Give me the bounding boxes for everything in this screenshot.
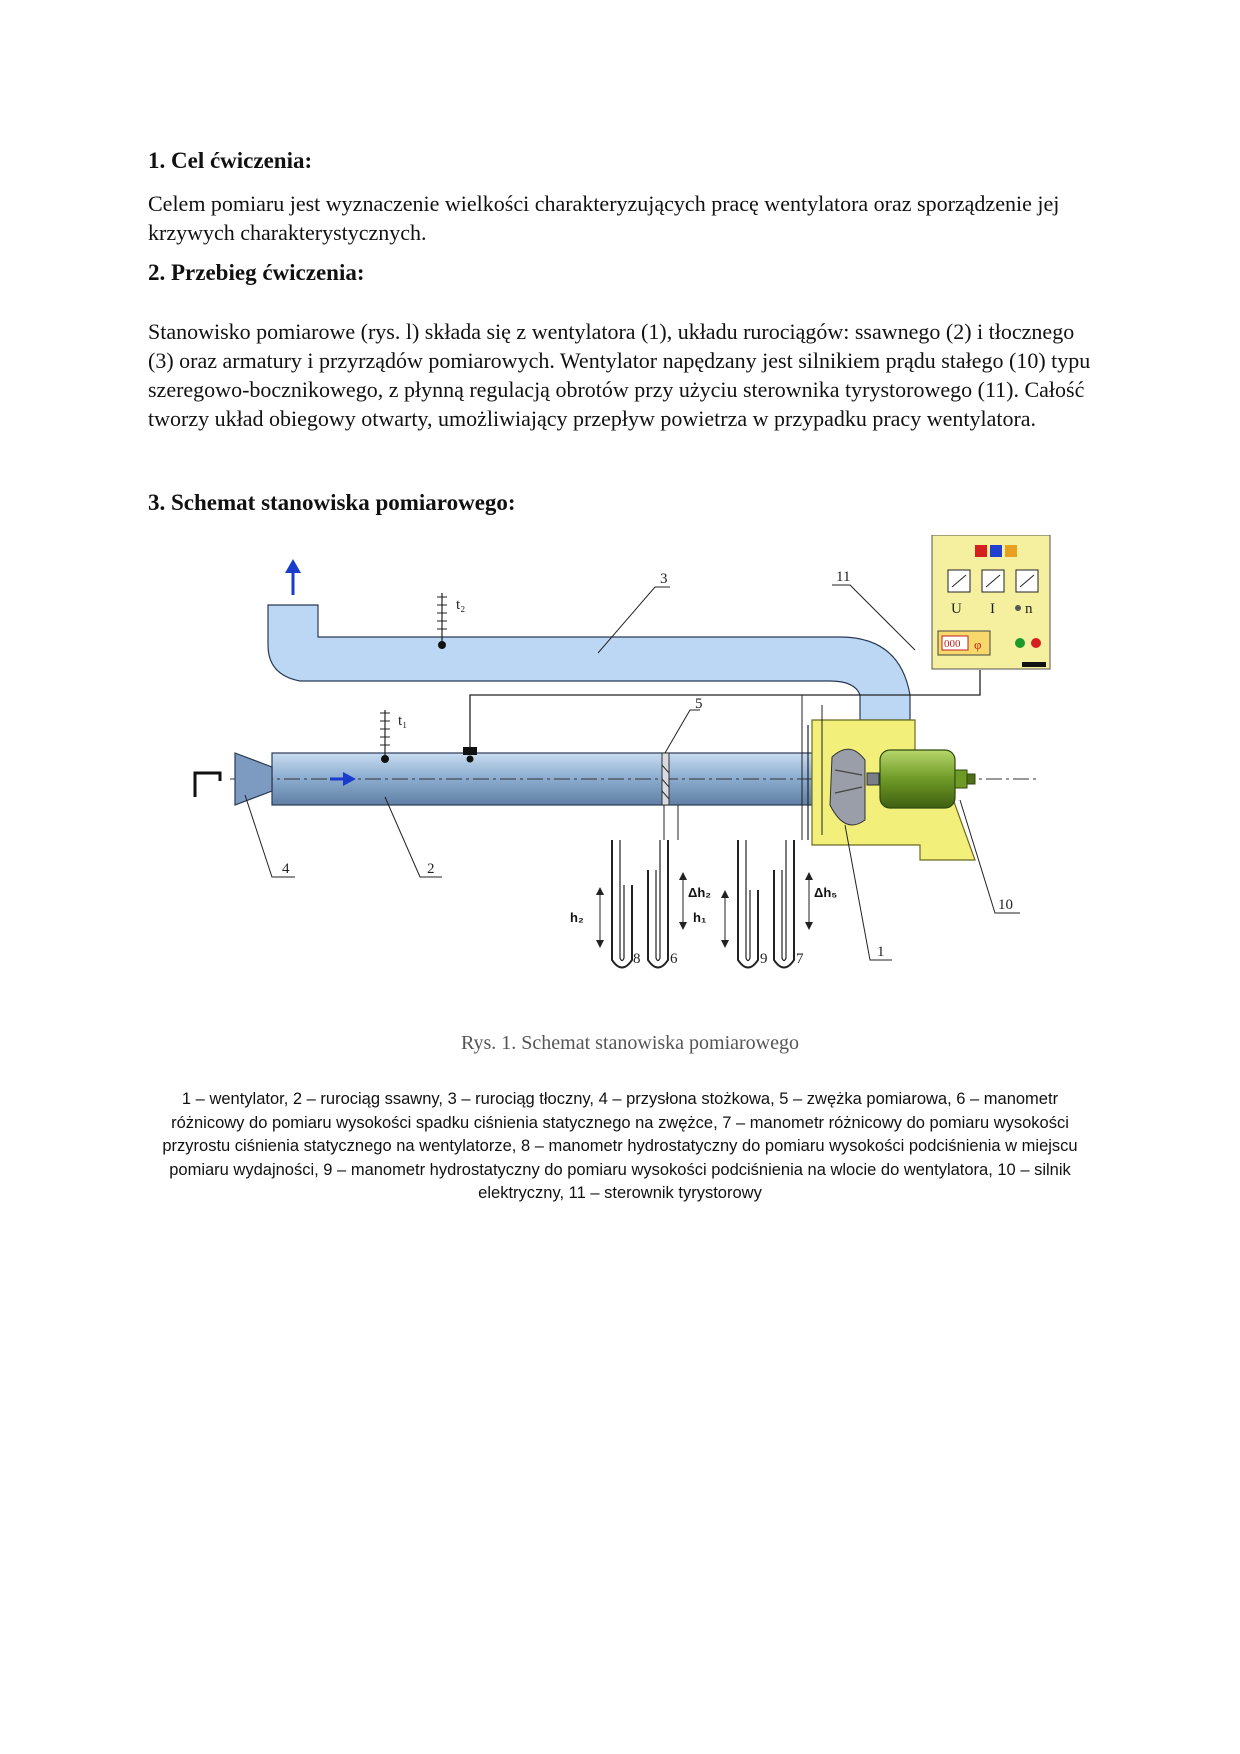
- electric-motor: [879, 749, 976, 809]
- label-1: 1: [877, 944, 885, 960]
- fan-impeller: [829, 748, 880, 826]
- meter-n-icon: n: [1015, 569, 1039, 617]
- manometer-6: 6: [647, 840, 687, 969]
- label-11: 11: [836, 569, 850, 585]
- manometer-9: 9: [721, 840, 768, 969]
- thermometer-t1: t₁: [380, 710, 407, 763]
- thyristor-controller: U I n 000 φ: [931, 534, 1051, 670]
- figure-caption: Rys. 1. Schemat stanowiska pomiarowego: [460, 1032, 800, 1054]
- manometer-9-label: 9: [760, 951, 768, 967]
- label-4: 4: [282, 861, 290, 877]
- meter-u-label: U: [951, 601, 962, 617]
- t2-label: t₂: [456, 597, 465, 613]
- h2-label: h₂: [570, 910, 584, 925]
- meter-u-icon: U: [947, 569, 971, 617]
- measurement-stand-diagram: t₂ t₁: [180, 534, 1080, 1005]
- label-5: 5: [695, 696, 703, 712]
- phi-label: φ: [974, 637, 982, 652]
- dh5-label: Δh₅: [814, 885, 837, 900]
- thermometer-t2: t₂: [437, 593, 465, 649]
- flow-arrow-icon: [330, 772, 356, 786]
- section2-text: Stanowisko pomiarowe (rys. l) składa się…: [148, 319, 1091, 431]
- outlet-arrow-icon: [285, 559, 301, 595]
- meter-i-label: I: [990, 601, 995, 617]
- display-readout: 000: [944, 638, 961, 650]
- manometer-8: 8: [596, 840, 641, 969]
- label-2: 2: [427, 861, 435, 877]
- figure-legend: 1 – wentylator, 2 – rurociąg ssawny, 3 –…: [162, 1090, 1078, 1202]
- label-10: 10: [998, 897, 1013, 913]
- manometer-7-label: 7: [796, 951, 804, 967]
- section3-heading: 3. Schemat stanowiska pomiarowego:: [148, 490, 516, 515]
- meter-i-icon: I: [981, 569, 1005, 617]
- dh2-label: Δh₂: [688, 885, 711, 900]
- h1-label: h₁: [693, 910, 706, 925]
- section1-heading: 1. Cel ćwiczenia:: [148, 148, 313, 173]
- discharge-pipe: [267, 604, 911, 721]
- manometer-8-label: 8: [633, 951, 641, 967]
- label-3: 3: [660, 571, 668, 587]
- cone-damper: [234, 752, 273, 806]
- t1-label: t₁: [398, 713, 407, 729]
- manometer-7: 7: [773, 840, 813, 969]
- manometer-6-label: 6: [670, 951, 678, 967]
- section1-text: Celem pomiaru jest wyznaczenie wielkości…: [148, 191, 1060, 245]
- section2-heading: 2. Przebieg ćwiczenia:: [148, 260, 365, 285]
- meter-n-label: n: [1025, 601, 1033, 617]
